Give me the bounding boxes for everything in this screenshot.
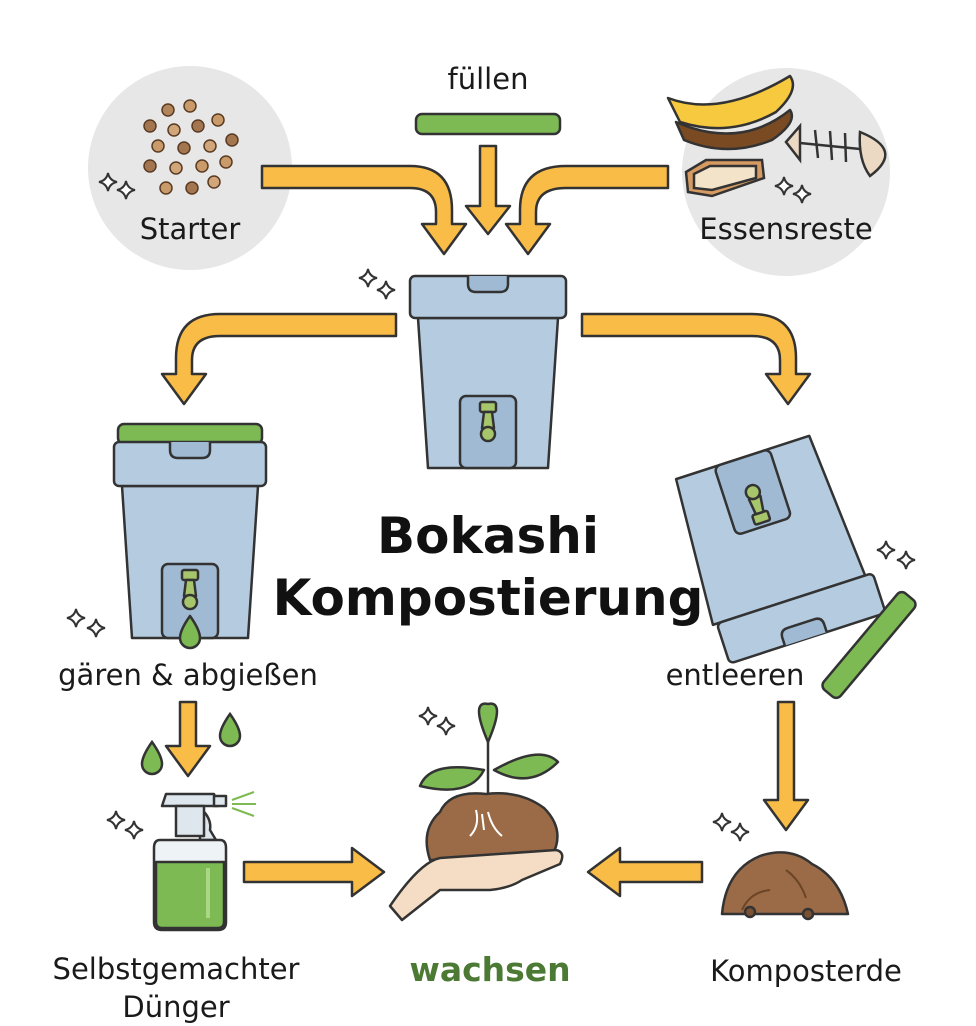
sparkle-icon — [358, 268, 378, 288]
arrows — [160, 144, 812, 898]
arrow-ferment-down — [164, 700, 212, 778]
banana-peel-icon — [666, 74, 795, 151]
arrow-scraps-to-bucket — [504, 164, 670, 256]
label-compost-soil: Komposterde — [710, 954, 902, 988]
sparkle-icon — [86, 618, 106, 638]
sparkle-icon — [376, 280, 396, 300]
sparkle-icon — [896, 550, 916, 570]
tap-icon — [478, 400, 498, 443]
drop-icon — [140, 739, 164, 776]
label-fertilizer-line2: Dünger — [122, 990, 230, 1024]
starter-circle — [88, 66, 292, 270]
label-grow: wachsen — [409, 950, 571, 989]
sparkle-icon — [436, 716, 456, 736]
label-starter: Starter — [139, 212, 241, 246]
tipped-lid-icon — [821, 590, 917, 700]
arrow-fill-down — [464, 144, 512, 236]
label-fertilizer-line1: Selbstgemachter — [52, 952, 300, 986]
fill-lid-icon — [414, 112, 562, 136]
drop-icon — [218, 711, 242, 748]
page-title: Bokashi Kompostierung — [273, 505, 704, 629]
bokashi-bucket-ferment — [112, 422, 268, 650]
title-line-2: Kompostierung — [272, 569, 704, 627]
sparkle-icon — [106, 810, 126, 830]
arrow-compost-to-plant — [586, 846, 704, 898]
label-fertilizer: Selbstgemachter Dünger — [53, 950, 300, 1026]
seedling-in-hand-icon — [388, 702, 564, 922]
label-empty: entleeren — [665, 658, 805, 692]
label-ferment: gären & abgießen — [58, 658, 318, 692]
arrow-starter-to-bucket — [260, 164, 468, 256]
sparkle-icon — [712, 812, 732, 832]
sparkle-icon — [876, 540, 896, 560]
arrow-fertilizer-to-plant — [242, 846, 386, 898]
sparkle-icon — [66, 608, 86, 628]
bokashi-bucket-tipped — [674, 434, 886, 664]
arrow-empty-down — [762, 700, 810, 832]
sparkle-icon — [124, 820, 144, 840]
spray-bottle-icon — [152, 792, 228, 932]
compost-pile-icon — [720, 851, 850, 921]
spray-lines-icon — [231, 791, 256, 817]
arrow-bucket-to-ferment — [160, 312, 398, 406]
bokashi-bucket-center — [408, 274, 568, 470]
fish-bones-icon — [784, 122, 887, 178]
title-line-1: Bokashi — [377, 507, 599, 565]
starter-granules-icon — [143, 99, 239, 195]
arrow-bucket-to-empty — [580, 312, 812, 406]
drop-icon — [178, 614, 202, 650]
sparkle-icon — [730, 822, 750, 842]
label-fill: füllen — [447, 62, 529, 96]
sparkle-icon — [418, 706, 438, 726]
label-food-scraps: Essensreste — [699, 212, 873, 246]
bread-icon — [684, 158, 766, 198]
